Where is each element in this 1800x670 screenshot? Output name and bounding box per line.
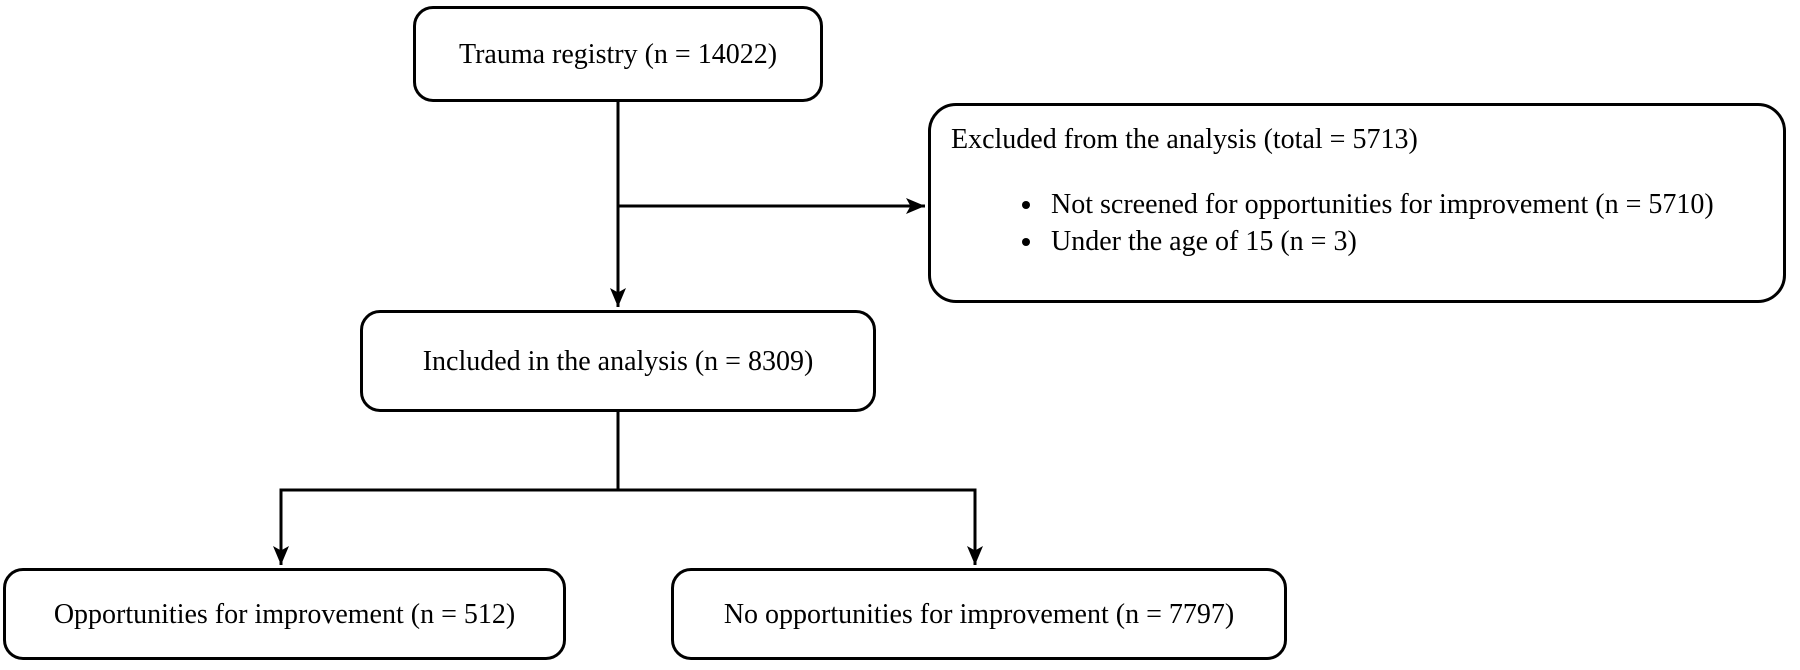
excluded-bullet-under-age: Under the age of 15 (n = 3) bbox=[1045, 223, 1763, 260]
node-included: Included in the analysis (n = 8309) bbox=[360, 310, 876, 412]
node-trauma-registry-label: Trauma registry (n = 14022) bbox=[458, 38, 778, 70]
excluded-bullet-not-screened: Not screened for opportunities for impro… bbox=[1045, 186, 1763, 223]
node-no-opportunities: No opportunities for improvement (n = 77… bbox=[671, 568, 1287, 660]
node-included-label: Included in the analysis (n = 8309) bbox=[422, 345, 814, 377]
node-no-opportunities-label: No opportunities for improvement (n = 77… bbox=[723, 598, 1235, 630]
excluded-bullet-list: Not screened for opportunities for impro… bbox=[951, 186, 1763, 260]
node-excluded-title: Excluded from the analysis (total = 5713… bbox=[951, 124, 1418, 155]
node-opportunities: Opportunities for improvement (n = 512) bbox=[3, 568, 566, 660]
node-excluded: Excluded from the analysis (total = 5713… bbox=[928, 103, 1786, 303]
node-opportunities-label: Opportunities for improvement (n = 512) bbox=[53, 598, 516, 630]
node-trauma-registry: Trauma registry (n = 14022) bbox=[413, 6, 823, 102]
